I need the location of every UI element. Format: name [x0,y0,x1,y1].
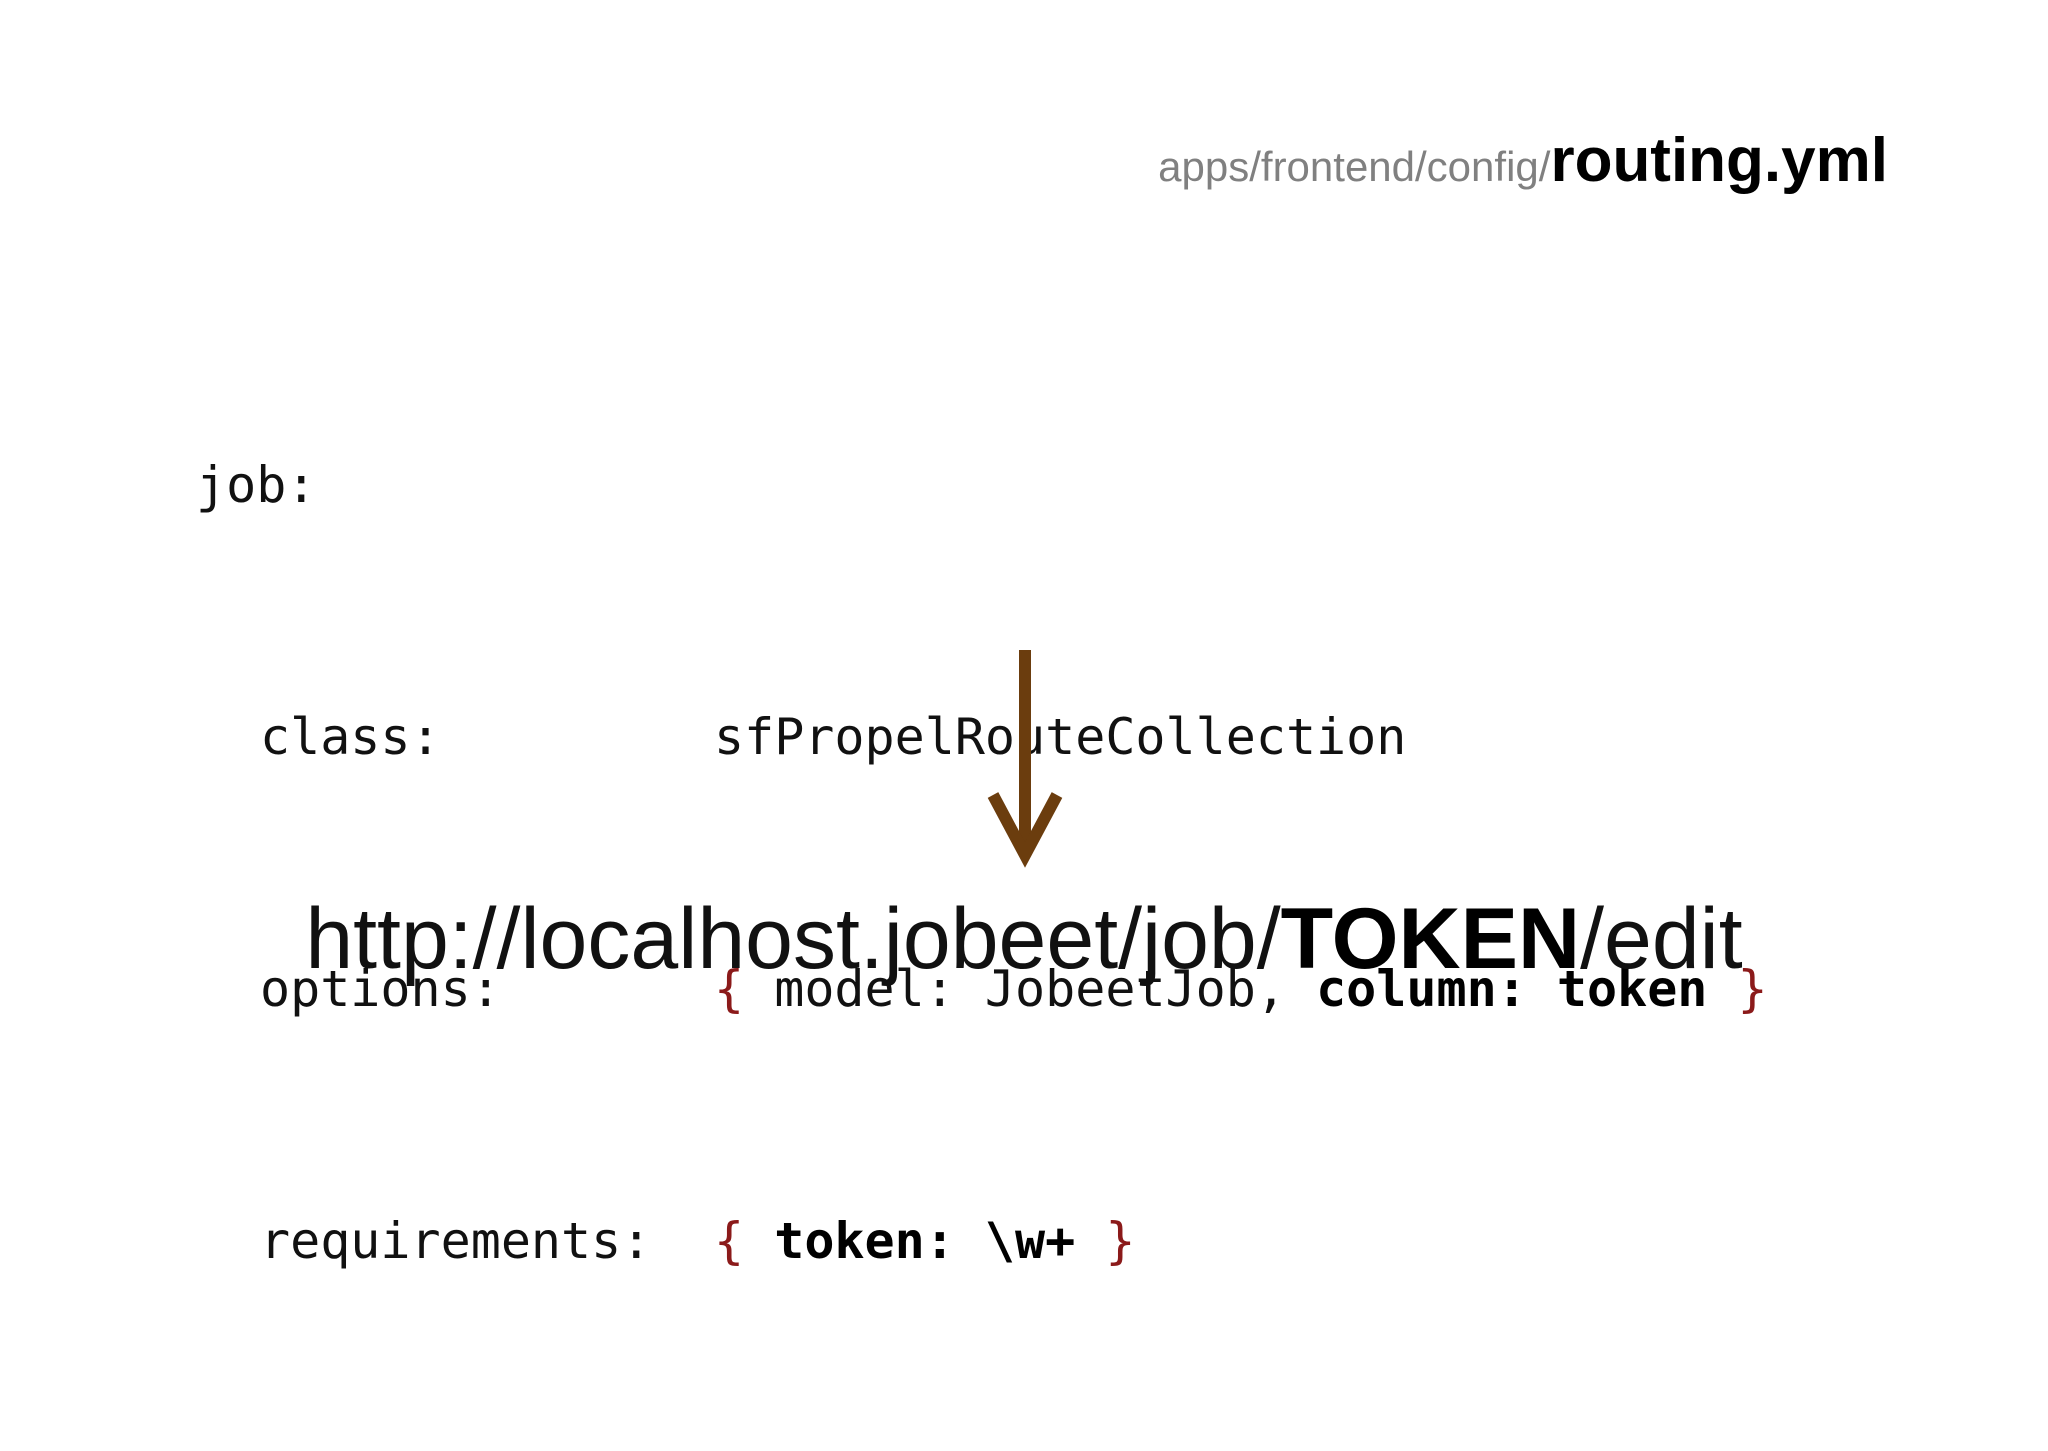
url-prefix: http://localhost.jobeet/job/ [305,891,1281,987]
down-arrow-icon [987,650,1063,868]
code-block: job: class: sfPropelRouteCollection optio… [196,275,1768,1451]
requirements-key: requirements: [260,1212,652,1270]
options-model: model: JobeetJob, [774,960,1286,1018]
url-suffix: /edit [1580,891,1743,987]
options-open-brace: { [714,960,745,1018]
route-name: job: [196,456,317,514]
requirements-close-brace: } [1105,1212,1136,1270]
url-token: TOKEN [1280,891,1581,987]
options-key: options: [260,960,501,1018]
file-path-directory: apps/frontend/config/ [1158,143,1551,190]
code-line-route: job: [196,443,1768,527]
options-close-brace: } [1737,960,1768,1018]
code-line-class: class: sfPropelRouteCollection [196,695,1768,779]
file-name: routing.yml [1550,126,1888,195]
requirements-token: token: \w+ [774,1212,1076,1270]
options-column: column: token [1316,960,1708,1018]
class-key: class: [260,708,441,766]
resulting-url: http://localhost.jobeet/job/TOKEN/edit [0,890,2048,989]
class-value: sfPropelRouteCollection [714,708,1407,766]
file-path-title: apps/frontend/config/routing.yml [1158,130,1888,192]
requirements-open-brace: { [714,1212,745,1270]
code-line-options: options: { model: JobeetJob, column: toke… [196,947,1768,1031]
code-line-requirements: requirements: { token: \w+ } [196,1199,1768,1283]
